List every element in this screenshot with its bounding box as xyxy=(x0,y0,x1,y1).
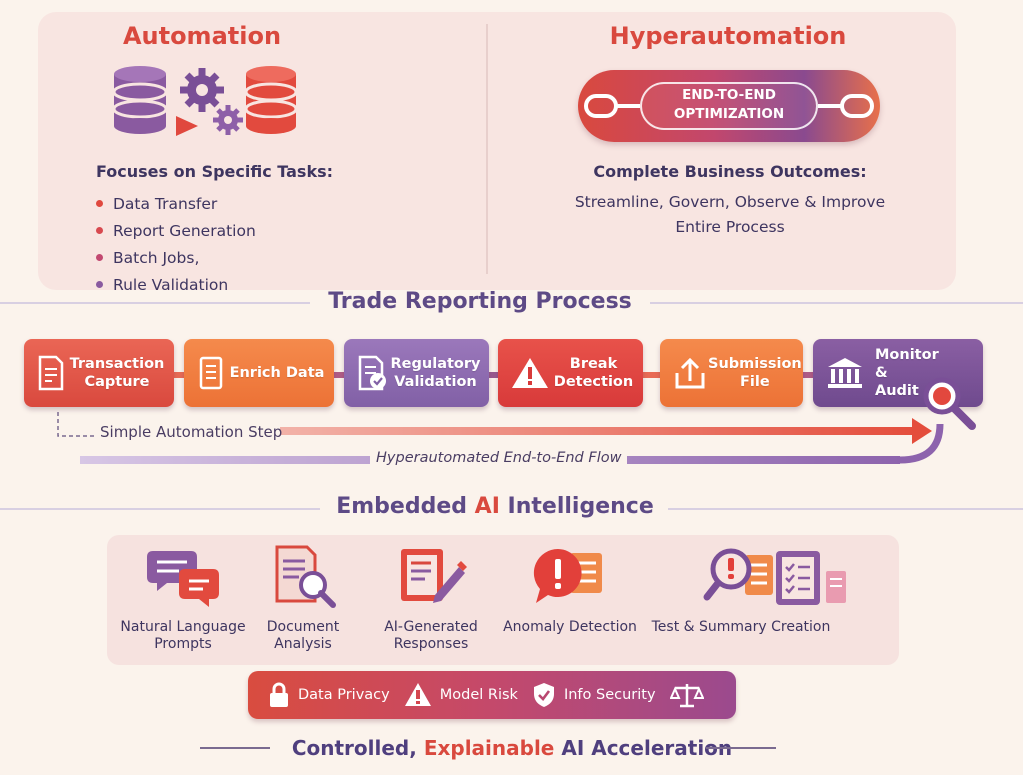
capability-label: Test & Summary Creation xyxy=(651,619,831,635)
hyperautomation-outcomes-heading: Complete Business Outcomes: xyxy=(593,162,867,181)
footer-title: Controlled, Explainable AI Acceleration xyxy=(291,736,733,760)
lock-icon xyxy=(270,682,288,707)
panel-divider xyxy=(486,24,488,274)
document-magnifier-icon xyxy=(275,545,336,608)
badge-line-1: END-TO-END xyxy=(682,87,776,103)
checklist-icon xyxy=(776,551,846,605)
ai-section-title: Embedded AI Intelligence xyxy=(336,494,654,519)
control-data-privacy: Data Privacy xyxy=(268,682,390,708)
document-pencil-icon xyxy=(401,549,467,603)
footer-dash-right xyxy=(706,747,776,749)
capability-ai-generated-responses: AI-Generated Responses xyxy=(366,545,496,653)
footer-dash-left xyxy=(200,747,270,749)
bank-building-icon xyxy=(828,358,862,388)
magnifier-icon xyxy=(923,377,976,430)
automation-task-list: Data Transfer Report Generation Batch Jo… xyxy=(96,190,256,298)
step-break-detection[interactable]: Break Detection xyxy=(498,339,643,407)
flow-connector xyxy=(800,372,816,378)
badge-line-2: OPTIMIZATION xyxy=(673,106,785,122)
flow-connector xyxy=(488,372,502,378)
simple-automation-label: Simple Automation Step xyxy=(100,423,283,441)
shield-check-icon xyxy=(533,683,554,707)
process-title: Trade Reporting Process xyxy=(328,289,632,314)
capability-anomaly-detection: Anomaly Detection xyxy=(500,545,640,636)
bullet-dot xyxy=(96,254,103,261)
automation-focus-heading: Focuses on Specific Tasks: xyxy=(96,162,334,181)
step-label: Break Detection xyxy=(553,356,634,390)
list-item: Report Generation xyxy=(96,217,256,244)
scales-icon xyxy=(669,684,704,708)
step-label: Regulatory Validation xyxy=(390,356,481,390)
step-submission-file[interactable]: Submission File xyxy=(660,339,803,407)
badge-text: END-TO-END OPTIMIZATION xyxy=(640,86,818,124)
divider-left xyxy=(0,508,320,510)
capability-test-summary: Test & Summary Creation xyxy=(636,545,846,636)
capability-natural-language: Natural Language Prompts xyxy=(118,545,248,653)
capability-label: AI-Generated Responses xyxy=(384,619,478,652)
divider-left xyxy=(0,302,310,304)
database-gears-icon xyxy=(112,66,298,136)
divider-right xyxy=(650,302,1023,304)
outcomes-line-2: Entire Process xyxy=(675,218,785,236)
list-item: Data Transfer xyxy=(96,190,256,217)
bullet-dot xyxy=(96,227,103,234)
document-edit-icon xyxy=(38,355,64,391)
flow-connector xyxy=(172,372,188,378)
comparison-panel xyxy=(38,12,956,290)
step-enrich-data[interactable]: Enrich Data xyxy=(184,339,334,407)
step-regulatory-validation[interactable]: Regulatory Validation xyxy=(344,339,489,407)
capability-label: Anomaly Detection xyxy=(503,619,637,635)
document-list-icon xyxy=(199,356,223,390)
automation-title: Automation xyxy=(122,22,282,50)
chain-link-right-icon xyxy=(818,94,874,118)
chat-bubbles-icon xyxy=(147,551,219,607)
list-item: Batch Jobs, xyxy=(96,244,256,271)
capability-label: Natural Language Prompts xyxy=(120,619,246,652)
bullet-dot xyxy=(96,200,103,207)
hyperautomated-flow-label: Hyperautomated End-to-End Flow xyxy=(370,450,628,466)
step-label: Transaction Capture xyxy=(69,356,165,390)
document-check-icon xyxy=(358,355,386,391)
step-label: Submission File xyxy=(708,356,802,390)
hyperautomation-outcomes-text: Streamline, Govern, Observe & Improve En… xyxy=(530,190,930,240)
divider-right xyxy=(668,508,1023,510)
outcomes-line-1: Streamline, Govern, Observe & Improve xyxy=(574,193,886,211)
control-model-risk: Model Risk xyxy=(404,682,518,708)
alert-bubble-icon xyxy=(533,548,602,603)
flow-connector xyxy=(330,372,348,378)
controls-bar: Data Privacy Model Risk Info Security xyxy=(248,671,736,719)
badge-inner-ring xyxy=(640,82,818,130)
step-label: Enrich Data xyxy=(229,365,325,381)
step-label: Monitor & Audit xyxy=(875,347,939,399)
upload-icon xyxy=(675,357,705,389)
step-transaction-capture[interactable]: Transaction Capture xyxy=(24,339,174,407)
search-alert-icon xyxy=(703,548,773,601)
capability-document-analysis: Document Analysis xyxy=(238,545,368,653)
bullet-dot xyxy=(96,281,103,288)
list-item: Rule Validation xyxy=(96,271,256,298)
chain-link-left-icon xyxy=(584,94,640,118)
warning-icon xyxy=(404,683,431,706)
capability-label: Document Analysis xyxy=(266,619,340,652)
warning-icon xyxy=(512,358,548,388)
control-info-security: Info Security xyxy=(532,682,656,708)
hyperautomation-title: Hyperautomation xyxy=(609,22,847,50)
flow-connector xyxy=(640,372,662,378)
